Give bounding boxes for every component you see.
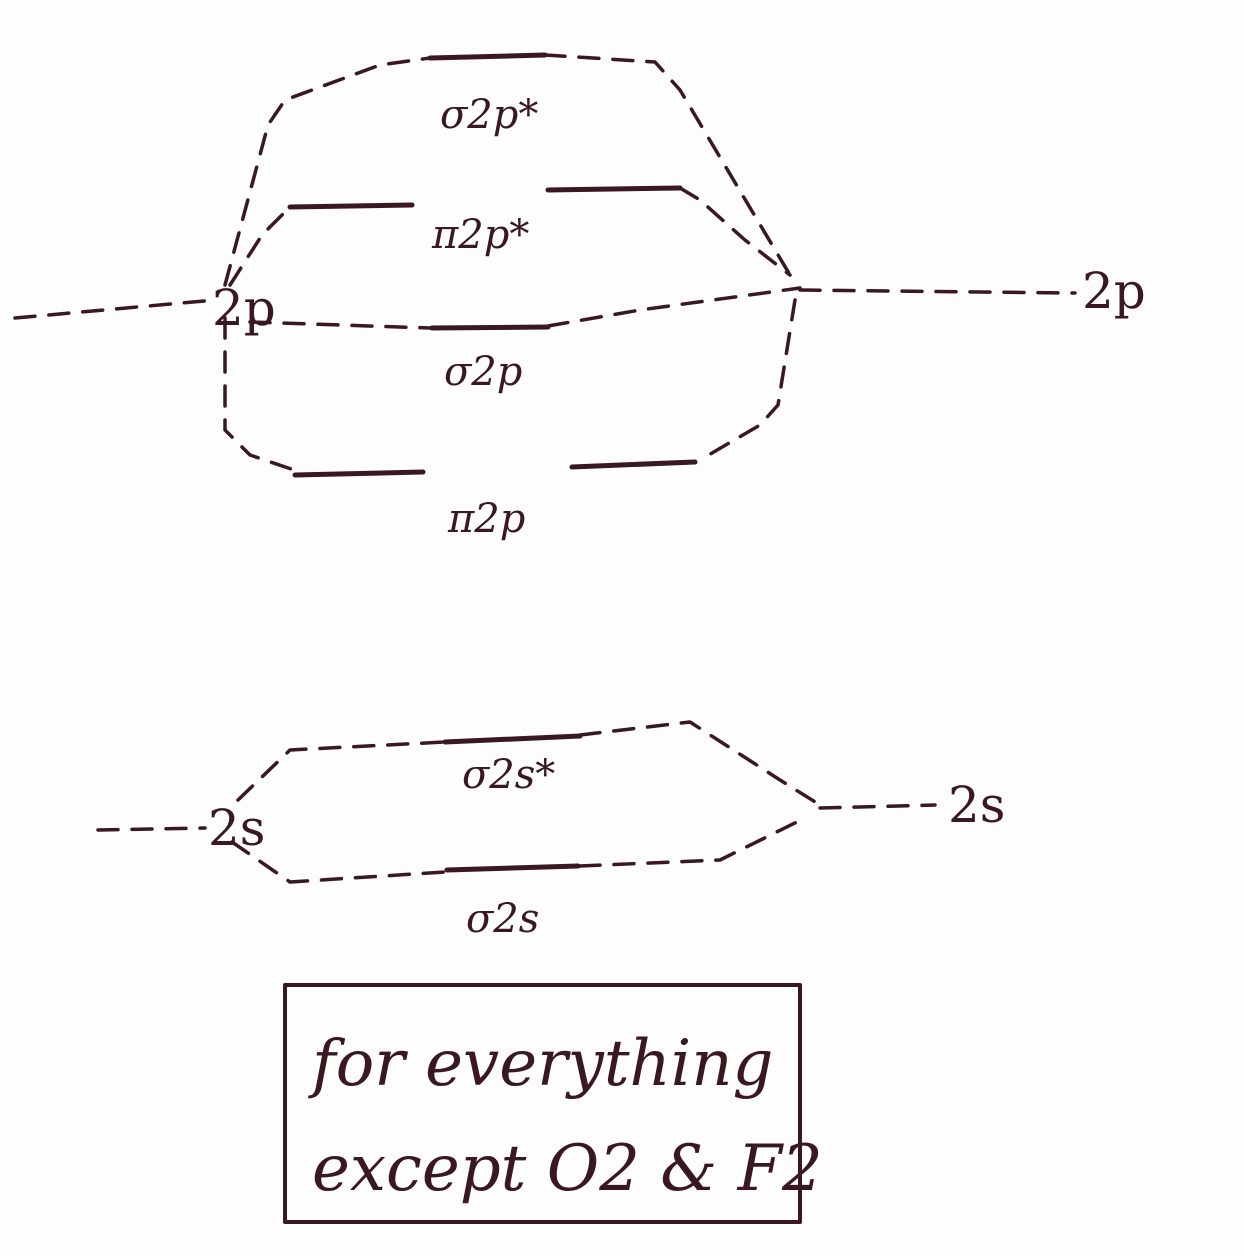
note-line-2: except O2 & F2 <box>312 1132 823 1206</box>
pi2p-star-label: π2p* <box>431 212 529 258</box>
mo-levels-2s <box>442 733 583 873</box>
mo-levels-2p <box>287 52 698 478</box>
pi2p-level-right <box>569 459 698 470</box>
pi2p-star-level-left <box>287 202 415 210</box>
right-to-sigma2p <box>546 286 802 328</box>
sigma2s-level <box>444 863 581 873</box>
note-box: for everything except O2 & F2 <box>283 983 823 1224</box>
right-to-pi2p <box>698 298 797 462</box>
sigma2p-star-label: σ2p* <box>440 92 538 138</box>
left-to-pi2p-star <box>228 205 292 287</box>
sigma2s-star-level <box>442 733 583 745</box>
correlation-lines-2p <box>13 53 1077 474</box>
left-2s-dash <box>96 826 207 832</box>
left-2p-dash <box>13 298 217 320</box>
left-to-sigma2s-star <box>236 740 447 802</box>
right-to-sigma2p-star <box>543 53 792 277</box>
pi2p-level-left <box>292 469 426 478</box>
sigma2p-star-level <box>427 52 548 61</box>
note-line-1: for everything <box>308 1027 773 1101</box>
right-2s-label: 2s <box>948 776 1005 834</box>
right-to-sigma2s <box>578 816 807 868</box>
left-2s-label: 2s <box>208 799 265 857</box>
right-2p-dash <box>798 288 1077 295</box>
left-to-sigma2p <box>248 320 432 330</box>
right-to-sigma2s-star <box>578 720 822 807</box>
left-to-sigma2p-star <box>223 56 432 287</box>
right-2s-dash <box>818 803 937 810</box>
left-2p-label: 2p <box>212 279 276 337</box>
pi2p-label: π2p <box>447 496 525 542</box>
sigma2s-label: σ2s <box>466 896 539 942</box>
left-to-pi2p <box>223 316 302 474</box>
note-box-border <box>283 983 802 1224</box>
correlation-lines-2s <box>96 720 937 884</box>
sigma2s-star-label: σ2s* <box>462 752 555 798</box>
right-2p-label: 2p <box>1082 262 1146 320</box>
pi2p-star-level-right <box>545 185 683 193</box>
sigma2p-label: σ2p <box>444 349 522 395</box>
left-to-sigma2s <box>230 840 447 884</box>
right-to-pi2p-star <box>678 186 792 277</box>
sigma2p-level <box>429 324 551 331</box>
